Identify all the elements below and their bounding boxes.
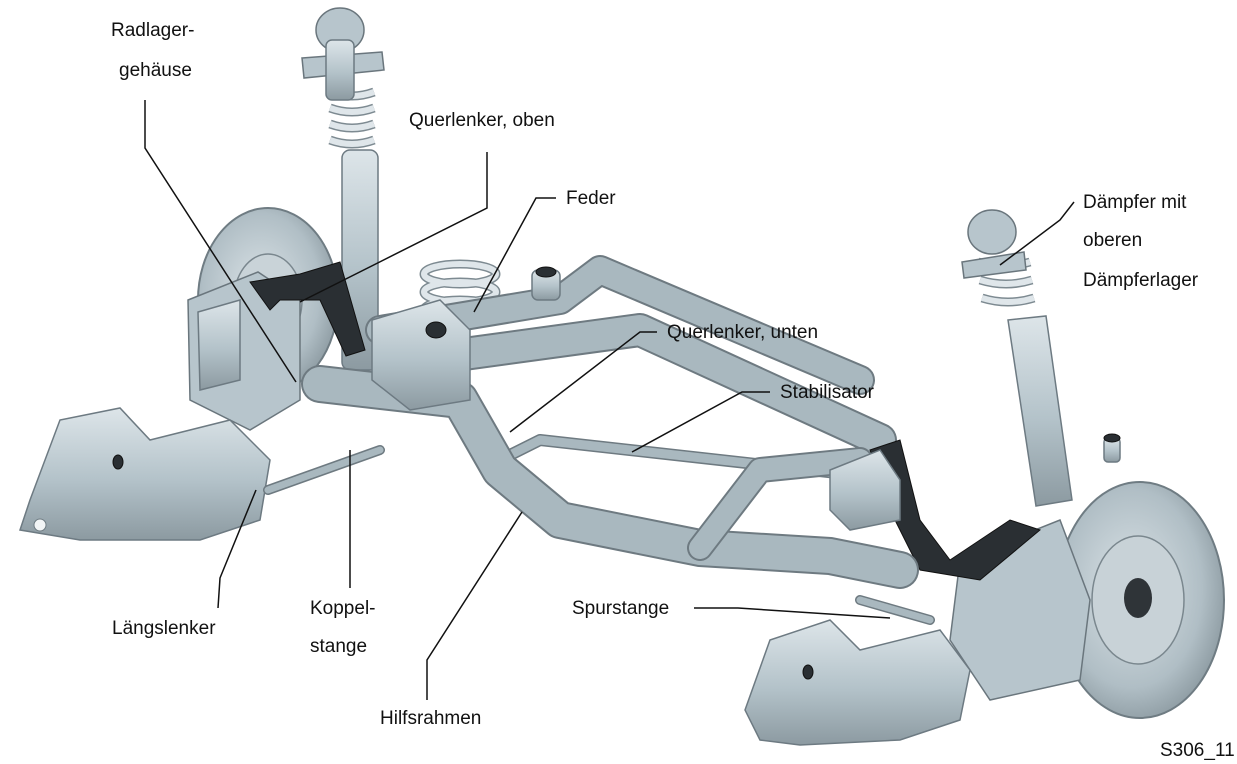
label-feder: Feder — [566, 188, 616, 209]
label-radlagergehaeuse-line1: Radlager- — [111, 20, 194, 41]
label-daempfer-line1: Dämpfer mit — [1083, 192, 1187, 213]
leader-spurstange — [694, 608, 890, 618]
label-radlagergehaeuse-line2: gehäuse — [119, 60, 192, 81]
label-koppelstange-line1: Koppel- — [310, 598, 376, 619]
label-spurstange: Spurstange — [572, 598, 669, 619]
label-querlenker-unten: Querlenker, unten — [667, 322, 818, 343]
label-stabilisator: Stabilisator — [780, 382, 875, 403]
leader-hilfsrahmen — [427, 512, 522, 700]
figure-id: S306_11 — [1160, 740, 1235, 761]
label-querlenker-oben: Querlenker, oben — [409, 110, 555, 131]
leader-stabilisator — [632, 392, 770, 452]
left-trailing-arm — [20, 408, 270, 540]
label-laengslenker: Längslenker — [112, 618, 216, 639]
label-daempfer-line2: oberen — [1083, 230, 1142, 251]
label-daempfer-line3: Dämpferlager — [1083, 270, 1199, 291]
label-hilfsrahmen: Hilfsrahmen — [380, 708, 481, 729]
label-koppelstange-line2: stange — [310, 636, 367, 657]
right-trailing-arm — [745, 620, 970, 745]
left-tie-rod — [268, 450, 380, 490]
right-damper — [962, 210, 1120, 506]
